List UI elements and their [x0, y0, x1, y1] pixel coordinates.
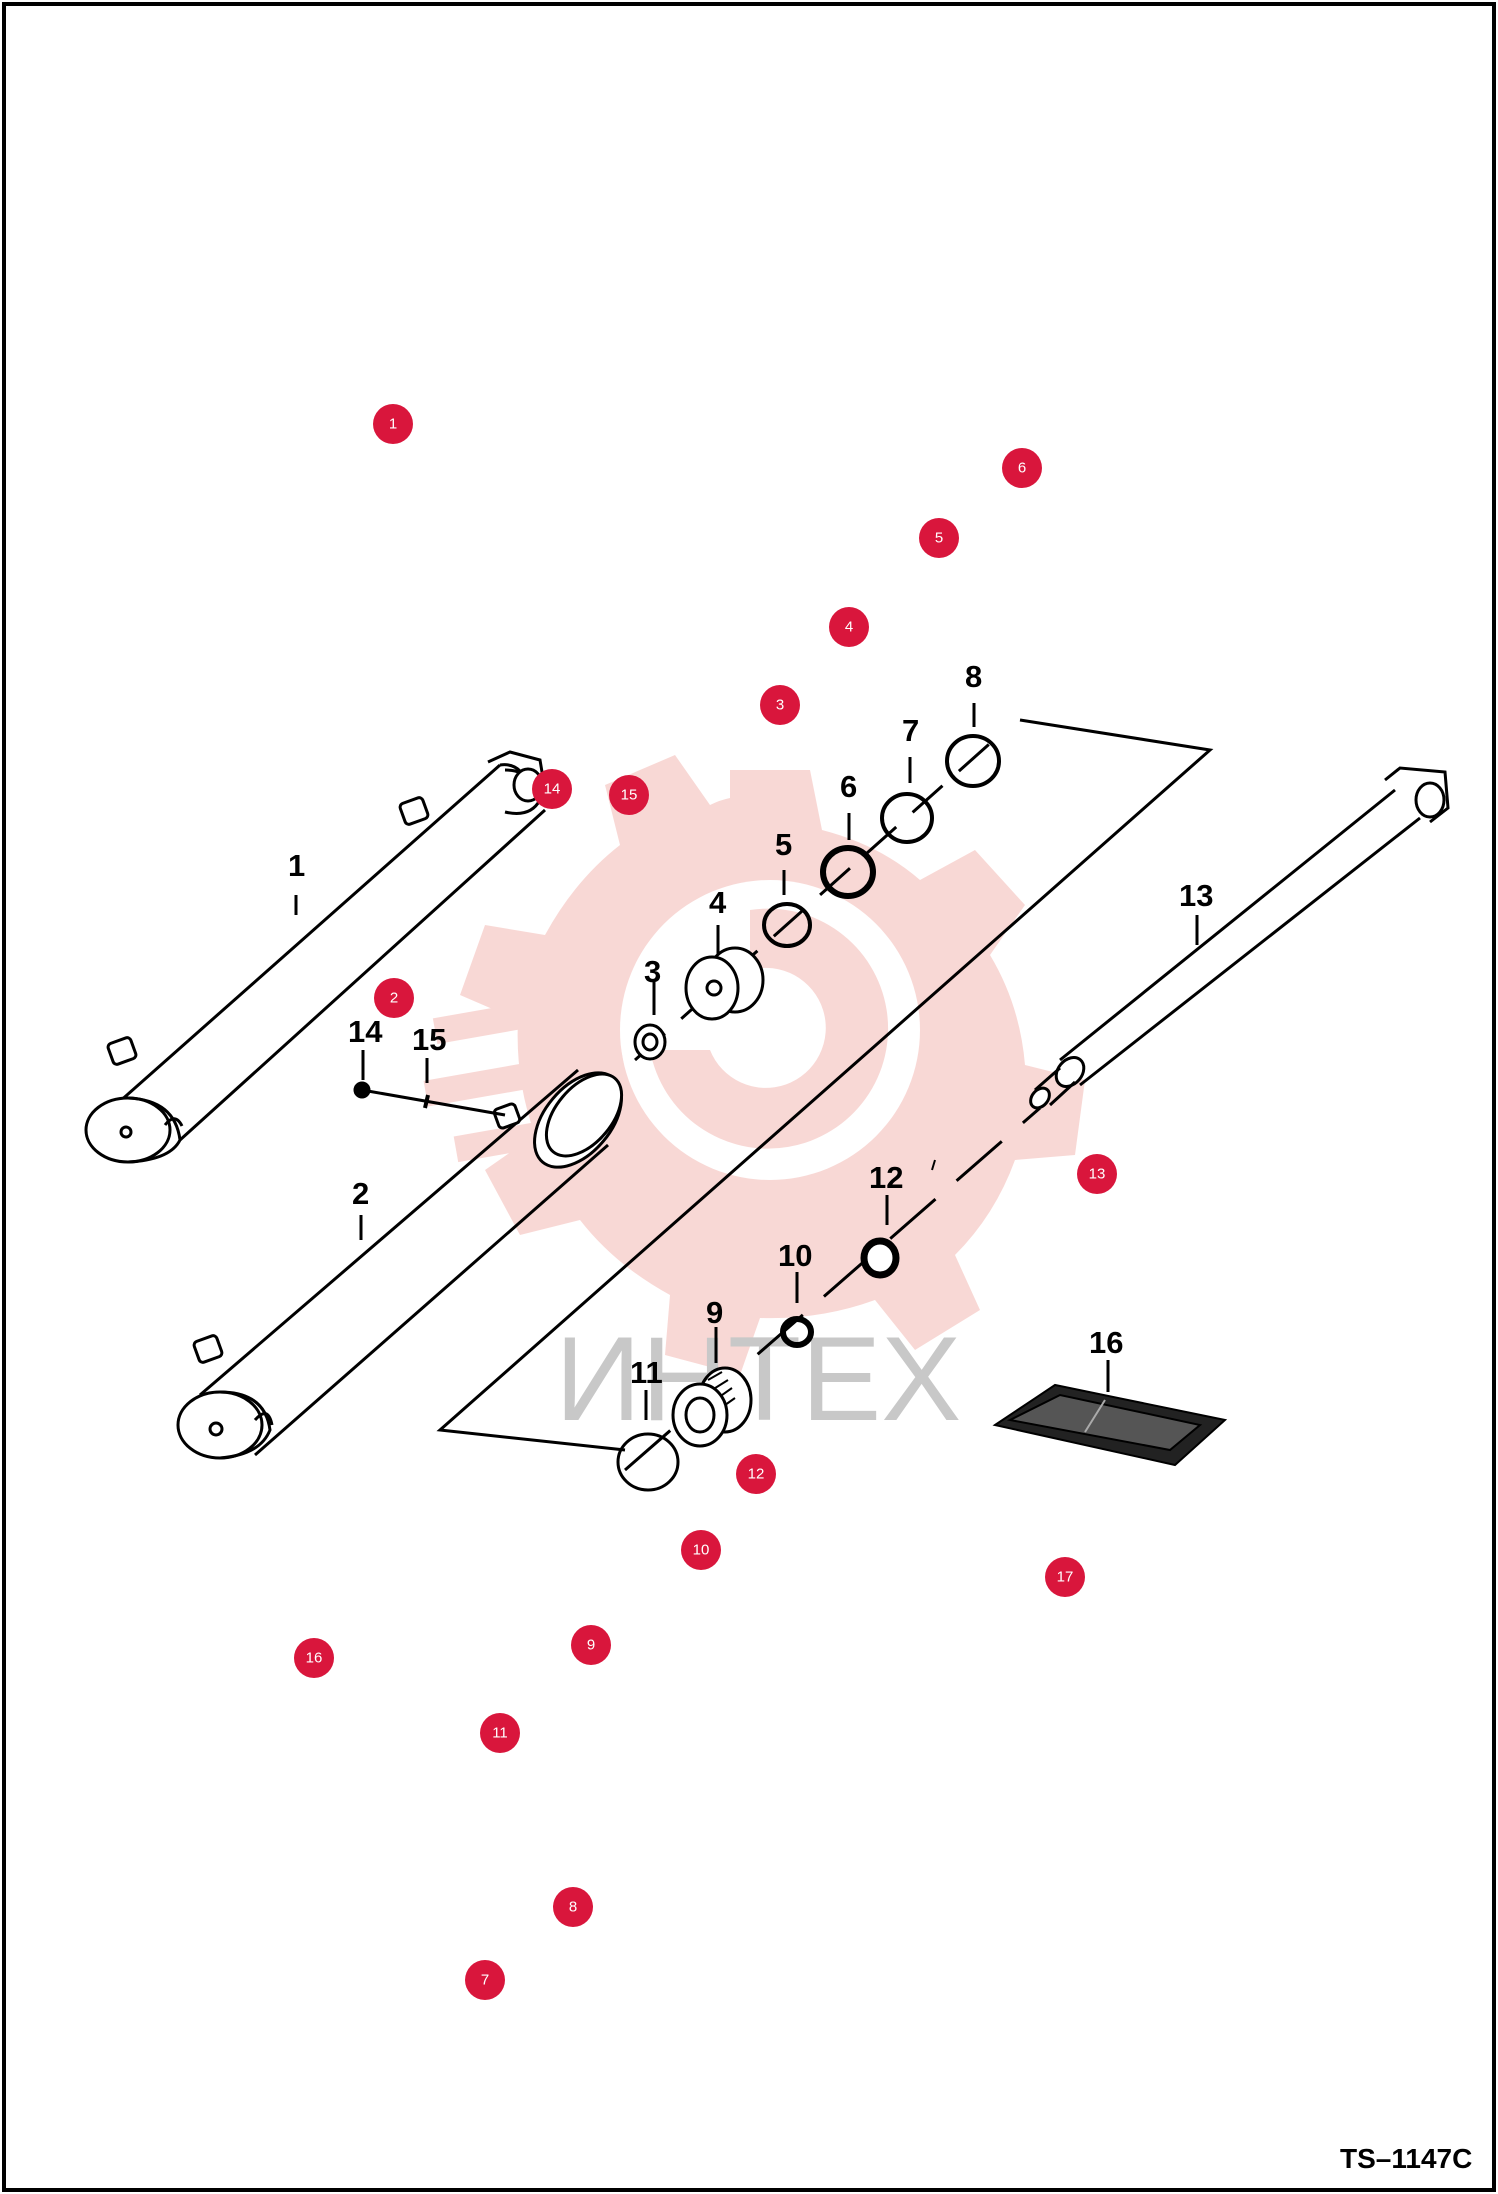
watermark-text: ИНТЕХ — [555, 1312, 961, 1446]
callout-16: 16 — [1089, 1325, 1123, 1360]
callout-8: 8 — [965, 659, 982, 694]
hotspot-label: 15 — [621, 787, 638, 804]
hotspot-marker[interactable]: 15 — [609, 775, 649, 815]
hotspot-label: 17 — [1057, 1569, 1074, 1586]
bolt-14-15 — [353, 1081, 506, 1117]
hotspot-label: 6 — [1018, 460, 1026, 477]
hotspot-marker[interactable]: 14 — [532, 769, 572, 809]
seal-ring-5 — [762, 902, 812, 948]
hotspot-marker[interactable]: 8 — [553, 1887, 593, 1927]
drawing-code: TS–1147C — [1340, 2143, 1472, 2174]
piston-4 — [684, 946, 765, 1021]
hotspot-marker[interactable]: 6 — [1002, 448, 1042, 488]
callout-5: 5 — [775, 827, 792, 862]
callout-14: 14 — [348, 1014, 383, 1049]
callout-2: 2 — [352, 1176, 369, 1211]
hotspot-label: 16 — [306, 1650, 323, 1667]
hotspot-label: 8 — [569, 1899, 577, 1916]
callout-9: 9 — [706, 1295, 723, 1330]
hotspot-label: 9 — [587, 1637, 595, 1654]
hotspot-marker[interactable]: 16 — [294, 1638, 334, 1678]
rod-13 — [1029, 766, 1450, 1110]
wiper-12 — [860, 1237, 900, 1279]
ring-10 — [780, 1316, 814, 1348]
hotspot-markers: 1 6 5 4 3 14 15 2 — [294, 404, 1117, 2000]
callout-15: 15 — [412, 1022, 446, 1057]
hotspot-label: 2 — [390, 990, 398, 1007]
ring-11 — [616, 1432, 680, 1492]
hotspot-marker[interactable]: 4 — [829, 607, 869, 647]
callout-1: 1 — [288, 848, 305, 883]
callout-6: 6 — [840, 769, 857, 804]
hotspot-label: 1 — [389, 416, 397, 433]
break-mark — [931, 1159, 936, 1171]
hotspot-marker[interactable]: 1 — [373, 404, 413, 444]
hotspot-label: 13 — [1089, 1166, 1106, 1183]
hotspot-marker[interactable]: 10 — [681, 1530, 721, 1570]
hotspot-marker[interactable]: 12 — [736, 1454, 776, 1494]
hotspot-marker[interactable]: 13 — [1077, 1154, 1117, 1194]
callout-labels: 1 2 3 4 5 6 7 8 9 10 11 12 13 14 15 16 — [288, 659, 1213, 1390]
hotspot-marker[interactable]: 17 — [1045, 1557, 1085, 1597]
hotspot-marker[interactable]: 9 — [571, 1625, 611, 1665]
hotspot-label: 12 — [748, 1466, 765, 1483]
decal-16 — [992, 1383, 1228, 1467]
hotspot-label: 14 — [544, 781, 561, 798]
barrel-1 — [84, 750, 547, 1164]
hotspot-label: 11 — [492, 1725, 508, 1742]
seal-ring-8 — [945, 734, 1001, 788]
leader-lines — [294, 703, 1199, 1420]
callout-12: 12 — [869, 1160, 903, 1195]
callout-11: 11 — [630, 1355, 663, 1390]
hotspot-label: 5 — [935, 530, 943, 547]
callout-10: 10 — [778, 1238, 812, 1273]
callout-4: 4 — [709, 885, 727, 920]
hotspot-label: 4 — [845, 619, 853, 636]
barrel-2 — [176, 1068, 624, 1460]
hotspot-label: 7 — [481, 1972, 489, 1989]
hotspot-marker[interactable]: 5 — [919, 518, 959, 558]
hotspot-label: 10 — [693, 1542, 710, 1559]
piston-nut-3 — [633, 1023, 667, 1061]
callout-3: 3 — [644, 954, 661, 989]
hotspot-marker[interactable]: 2 — [374, 978, 414, 1018]
callout-7: 7 — [902, 713, 919, 748]
hotspot-label: 3 — [776, 697, 784, 714]
seal-ring-6 — [820, 845, 876, 899]
hotspot-marker[interactable]: 11 — [480, 1713, 520, 1753]
seal-ring-7 — [880, 792, 934, 844]
hotspot-marker[interactable]: 7 — [465, 1960, 505, 2000]
hotspot-marker[interactable]: 3 — [760, 685, 800, 725]
seal-kit-outline — [436, 718, 1214, 1452]
rod-guide-9 — [671, 1366, 753, 1448]
callout-13: 13 — [1179, 878, 1213, 913]
